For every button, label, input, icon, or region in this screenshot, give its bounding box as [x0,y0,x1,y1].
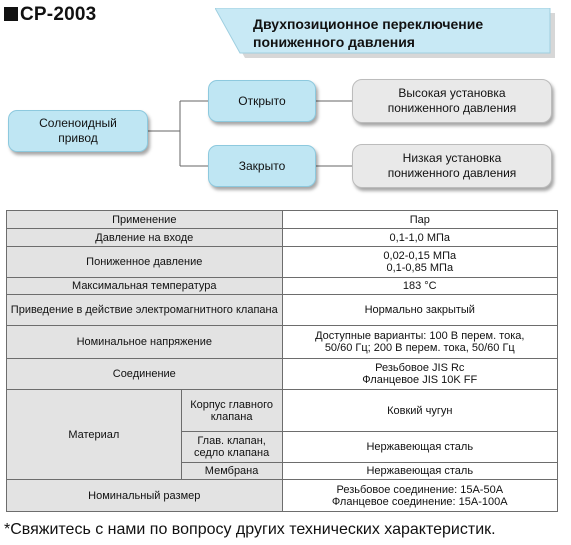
title-banner: Двухпозиционное переключение пониженного… [215,8,560,61]
nominal-size-line-2: Фланцевое соединение: 15A-100A [331,495,508,508]
material-part-label: Мембрана [180,462,283,480]
closed-state-box: Закрыто [208,145,316,187]
table-row: Соединение Резьбовое JIS Rc Фланцевое JI… [6,358,559,390]
nominal-size-line-1: Резьбовое соединение: 15A-50A [336,483,504,496]
application-value: Пар [281,210,559,229]
table-row: Номинальное напряжение Доступные вариант… [6,325,559,359]
material-part-value: Ковкий чугун [281,389,559,432]
square-bullet-icon [4,7,18,21]
application-label: Применение [6,210,283,229]
low-setting-label: Низкая установка пониженного давления [387,151,517,180]
material-part-label: Корпус главного клапана [180,389,283,432]
reduced-pressure-range-1: 0,02-0,15 МПа [383,250,457,262]
material-part-label: Глав. клапан, седло клапана [180,431,283,463]
actuation-label: Приведение в действие электромагнитного … [6,294,283,326]
table-row: Глав. клапан, седло клапана Нержавеющая … [7,431,559,463]
low-setting-box: Низкая установка пониженного давления [352,144,552,188]
rated-voltage-line-1: Доступные варианты: 100 В перем. тока, [315,330,525,342]
open-state-box: Открыто [208,80,316,122]
spec-table: Применение Пар Давление на входе 0,1-1,0… [6,210,559,512]
connection-line-2: Фланцевое JIS 10K FF [362,374,478,386]
actuation-value: Нормально закрытый [281,294,559,326]
table-row: Номинальный размер Резьбовое соединение:… [6,479,559,512]
inlet-pressure-label: Давление на входе [6,228,283,247]
material-part-value: Нержавеющая сталь [281,462,559,480]
table-row: Давление на входе 0,1-1,0 МПа [6,228,559,247]
reduced-pressure-label: Пониженное давление [6,246,283,278]
connection-value: Резьбовое JIS Rc Фланцевое JIS 10K FF [281,358,559,390]
connection-label: Соединение [6,358,283,390]
model-name: CP-2003 [20,4,97,25]
rated-voltage-label: Номинальное напряжение [6,325,283,359]
nominal-size-value: Резьбовое соединение: 15A-50A Фланцевое … [281,479,559,512]
table-row: Максимальная температура 183 °C [6,277,559,295]
material-label: Материал [6,389,182,480]
table-row: Применение Пар [6,210,559,229]
connector-lines [148,100,352,167]
banner-line-1: Двухпозиционное переключение [253,16,484,32]
banner-shape [215,8,555,58]
solenoid-actuator-box: Соленоидный привод [8,110,148,152]
table-row: Материал Корпус главного клапана Ковкий … [6,389,559,480]
table-row: Пониженное давление 0,02-0,15 МПа 0,1-0,… [6,246,559,278]
high-setting-label: Высокая установка пониженного давления [387,86,517,115]
rated-voltage-line-2: 50/60 Гц; 200 В перем. тока, 50/60 Гц [324,342,515,354]
reduced-pressure-value: 0,02-0,15 МПа 0,1-0,85 МПа [281,246,559,278]
max-temperature-value: 183 °C [281,277,559,295]
banner-line-2: пониженного давления [253,34,415,50]
model-title: CP-2003 [4,4,96,26]
table-row: Приведение в действие электромагнитного … [6,294,559,326]
nominal-size-label: Номинальный размер [6,479,283,512]
solenoid-actuator-label: Соленоидный привод [39,116,117,145]
reduced-pressure-range-2: 0,1-0,85 МПа [386,262,454,274]
closed-state-label: Закрыто [238,158,286,173]
open-state-label: Открыто [238,93,286,108]
high-setting-box: Высокая установка пониженного давления [352,79,552,123]
footnote: *Свяжитесь с нами по вопросу других техн… [4,521,496,538]
max-temperature-label: Максимальная температура [6,277,283,295]
inlet-pressure-value: 0,1-1,0 МПа [281,228,559,247]
connection-line-1: Резьбовое JIS Rc [375,362,465,374]
material-part-value: Нержавеющая сталь [281,431,559,463]
rated-voltage-value: Доступные варианты: 100 В перем. тока, 5… [281,325,559,359]
